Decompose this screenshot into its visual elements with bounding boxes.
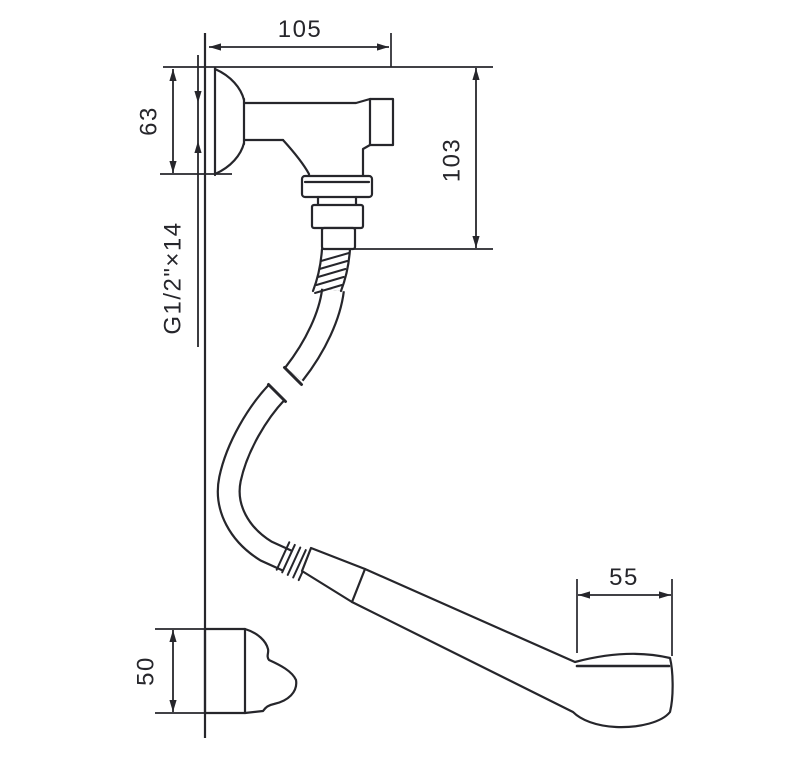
dim-label-105: 105 [278,16,323,43]
dim-55-head-width: 55 [576,564,673,656]
hose-stem [320,226,357,251]
dim-g12-thread-callout: G1/2"×14 [160,55,202,347]
hand-spray [300,546,674,729]
dim-label-55: 55 [609,564,639,591]
rib-line [317,268,347,278]
hose-upper-inner [286,288,343,381]
arrowhead-left [209,43,221,51]
rib-line [286,546,302,576]
rib-edge-left [311,247,324,293]
dim-label-63: 63 [136,106,163,136]
flange-bell-bottom [213,141,246,176]
arrowhead-up [194,141,202,153]
rib-line [275,541,291,571]
hose-joint-tick-upper [283,366,303,386]
arrowhead-down [194,91,202,103]
arrowhead-right [377,43,389,51]
rib-line [314,284,343,294]
hose-joint-tick-lower [267,383,287,403]
dim-label-103: 103 [439,138,466,183]
arrowhead-bottom [169,161,177,173]
rib-line [318,260,349,270]
arrowhead-bottom [472,236,480,248]
body-top-edge [242,97,372,105]
outlet-step [361,143,372,178]
hose-lower-inner [219,385,293,570]
arrowhead-top [472,68,480,80]
arrowhead-top [169,69,177,81]
dim-105-top-width: 105 [209,16,392,67]
body-outlet-slant [281,138,311,178]
dim-103-outlet-drop: 103 [439,68,480,248]
valve-end-cap [368,97,395,147]
handle-seam [350,567,367,604]
flange-bell-top [213,67,246,102]
arrowhead-right [659,591,671,599]
hose-rib-section-upper [311,247,352,294]
arrowhead-bottom [169,700,177,712]
thread-spec-label: G1/2"×14 [160,221,187,334]
bracket-body [203,627,298,715]
flexible-hose [216,247,352,582]
rib-line [292,549,307,579]
hose-nut [310,203,365,230]
dim-label-50: 50 [133,656,160,686]
rib-line [315,276,345,286]
rib-line [320,252,350,262]
wall-bracket [203,627,298,715]
rib-line [281,543,296,574]
coupling-nut [300,174,374,199]
arrowhead-top [169,630,177,642]
arrowhead-left [578,591,590,599]
valve-assembly [213,66,395,251]
dim-63-flange-height: 63 [136,69,177,173]
spray-body [300,546,674,729]
dim-50-bracket-height: 50 [133,628,205,714]
